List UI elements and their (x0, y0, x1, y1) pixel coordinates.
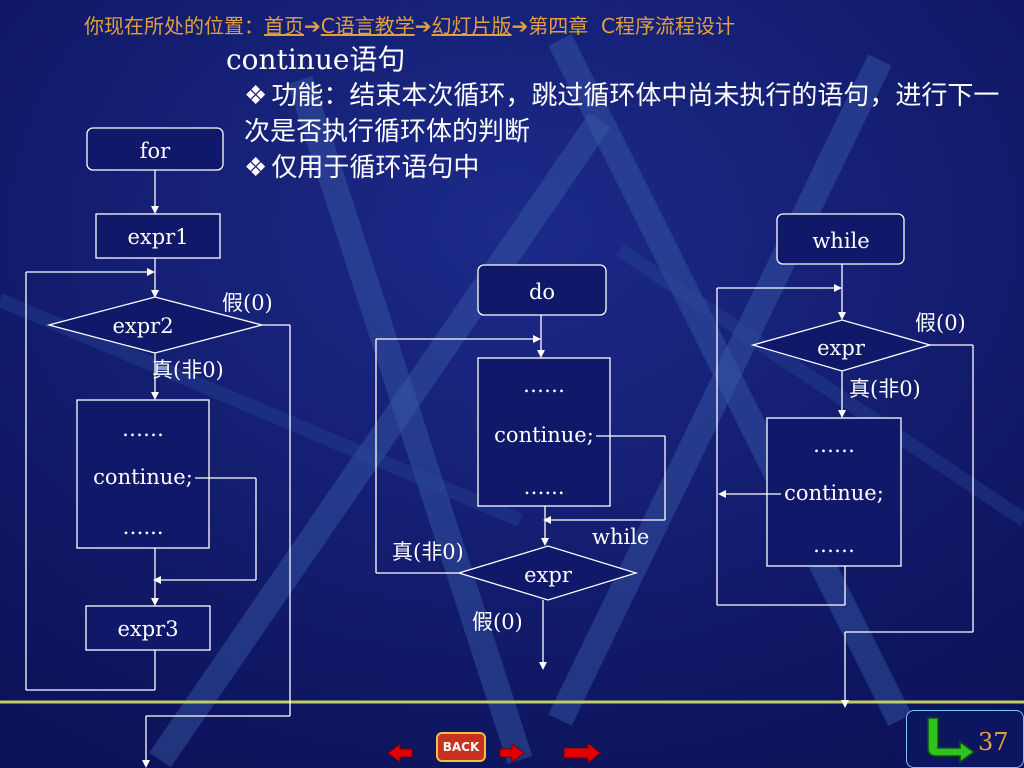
page-number: 37 (978, 728, 1009, 756)
breadcrumb-slides-link[interactable]: 幻灯片版 (431, 14, 512, 38)
do-body-box (477, 357, 611, 507)
breadcrumb-home-link[interactable]: 首页 (264, 14, 304, 38)
for-init-box (95, 213, 221, 259)
for-body-line1: …… (122, 417, 164, 441)
breadcrumb: 你现在所处的位置：首页➔C语言教学➔幻灯片版➔第四章 C程序流程设计 (84, 10, 735, 39)
return-arrow-icon[interactable] (920, 714, 976, 764)
for-incr-box (85, 605, 211, 651)
while-condition-label: expr (817, 336, 866, 360)
page-title: continue语句 (226, 43, 406, 76)
do-body-line3: …... (523, 475, 564, 499)
while-body-line3: …… (813, 533, 855, 557)
for-true-label: 真(非0) (152, 358, 224, 382)
breadcrumb-section: C程序流程设计 (600, 14, 735, 38)
bullet-list: ❖功能：结束本次循环，跳过循环体中尚未执行的语句，进行下一次是否执行循环体的判断… (244, 78, 1004, 186)
breadcrumb-course-link[interactable]: C语言教学 (320, 14, 415, 38)
do-condition-label: expr (524, 563, 573, 587)
arrow-right-icon: ➔ (511, 14, 529, 38)
end-slide-button[interactable] (562, 742, 602, 764)
do-condition-diamond (456, 545, 639, 601)
for-incr-label: expr3 (117, 617, 178, 641)
bullet-text: 功能：结束本次循环，跳过循环体中尚未执行的语句，进行下一次是否执行循环体的判断 (244, 81, 1000, 147)
do-while-label: while (592, 525, 649, 549)
next-slide-button[interactable] (498, 742, 526, 764)
do-body-line1: …… (523, 373, 565, 397)
arrow-right-icon: ➔ (414, 14, 432, 38)
do-false-label: 假(0) (472, 610, 523, 634)
for-body-line2: continue; (93, 465, 193, 489)
for-false-label: 假(0) (222, 291, 273, 315)
bullet-item: ❖仅用于循环语句中 (244, 150, 1004, 186)
diamond-bullet-icon: ❖ (244, 81, 268, 111)
while-start-box (776, 213, 905, 265)
do-true-label: 真(非0) (392, 540, 464, 564)
while-start-label: while (812, 229, 869, 253)
breadcrumb-chapter: 第四章 (528, 14, 589, 38)
while-true-label: 真(非0) (849, 377, 921, 401)
for-init-label: expr1 (127, 225, 188, 249)
diamond-bullet-icon: ❖ (244, 153, 268, 183)
do-start-box (477, 264, 607, 316)
while-false-label: 假(0) (915, 311, 966, 335)
while-body-line2: continue; (784, 481, 884, 505)
back-button[interactable]: BACK (436, 732, 486, 762)
arrow-right-icon: ➔ (304, 14, 321, 38)
bullet-text: 仅用于循环语句中 (271, 153, 480, 183)
back-button-label: BACK (442, 740, 480, 754)
do-body-line2: continue; (494, 423, 594, 447)
prev-slide-button[interactable] (386, 742, 414, 764)
bullet-item: ❖功能：结束本次循环，跳过循环体中尚未执行的语句，进行下一次是否执行循环体的判断 (244, 78, 1004, 150)
for-start-label: for (140, 139, 171, 163)
for-condition-label: expr2 (112, 314, 173, 338)
breadcrumb-prefix: 你现在所处的位置： (84, 14, 264, 38)
for-body-box (76, 399, 210, 549)
while-body-box (766, 417, 902, 567)
for-body-line3: …... (122, 515, 163, 539)
while-body-line1: …… (813, 433, 855, 457)
do-start-label: do (529, 280, 555, 304)
